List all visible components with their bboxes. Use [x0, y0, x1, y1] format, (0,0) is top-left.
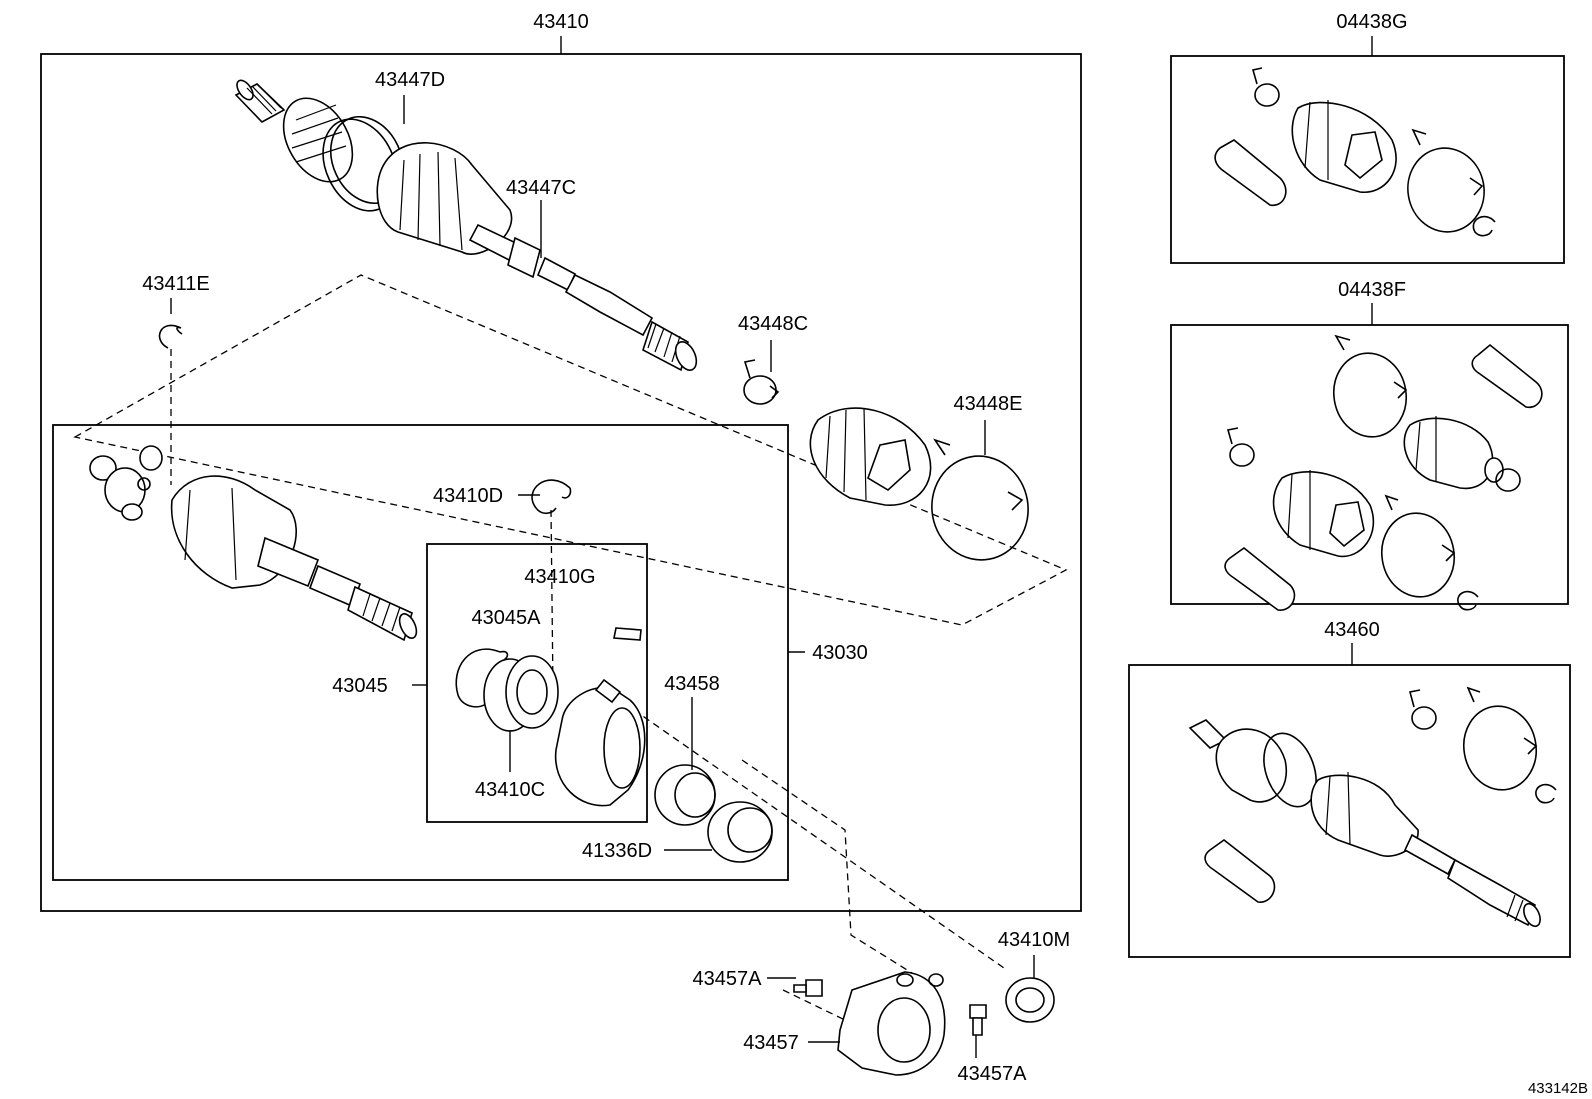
label-43447D: 43447D [375, 69, 445, 91]
label-43030: 43030 [812, 642, 868, 664]
dashed-assembly-lines [73, 274, 1068, 1021]
label-43458: 43458 [664, 673, 720, 695]
inner-joint-assembly [89, 445, 418, 642]
label-04438F: 04438F [1338, 279, 1406, 301]
label-43410G: 43410G [524, 566, 595, 588]
label-43410D: 43410D [433, 485, 503, 507]
bolt-43457A-top [793, 979, 823, 997]
part-labels: 43410 04438G 43447D 43447C 43411E 43448C… [142, 11, 1588, 1097]
circlip-43411E [158, 324, 183, 349]
frame-04438G [1170, 55, 1565, 264]
label-43448E: 43448E [954, 393, 1023, 415]
drive-shaft-assembly [234, 79, 698, 372]
frame-43460 [1128, 664, 1571, 958]
diagram-id: 433142B [1528, 1080, 1588, 1097]
label-43045A: 43045A [472, 607, 542, 629]
seal-43458 [654, 764, 716, 826]
bolt-43457A-bottom [969, 1004, 987, 1036]
label-43448C: 43448C [738, 313, 808, 335]
label-43410: 43410 [533, 11, 589, 33]
leader-lines [170, 36, 1373, 1058]
snap-ring-43410D [531, 479, 572, 515]
label-41336D: 41336D [582, 840, 652, 862]
bearing-housing [554, 678, 646, 807]
kit-43460 [1188, 686, 1557, 928]
bearing-43410C [483, 655, 559, 732]
pin-43410G [613, 627, 642, 641]
frame-04438F [1170, 324, 1569, 605]
label-43045: 43045 [332, 675, 388, 697]
kit-04438G [1214, 67, 1496, 237]
bearing-43410M [1005, 977, 1055, 1023]
label-43457A-bottom: 43457A [958, 1063, 1028, 1085]
label-04438G: 04438G [1336, 11, 1407, 33]
kit-04438F [1224, 334, 1543, 611]
label-43460: 43460 [1324, 619, 1380, 641]
seal-41336D [707, 801, 773, 863]
clamp-43448C [743, 359, 780, 405]
label-43457A-top: 43457A [693, 968, 763, 990]
label-43410M: 43410M [998, 929, 1070, 951]
label-43447C: 43447C [506, 177, 576, 199]
bracket-43457 [837, 971, 946, 1076]
label-43411E: 43411E [142, 273, 209, 295]
boot-43448E [809, 407, 1029, 561]
label-43457: 43457 [743, 1032, 799, 1054]
label-43410C: 43410C [475, 779, 545, 801]
frame-43045 [426, 543, 648, 823]
